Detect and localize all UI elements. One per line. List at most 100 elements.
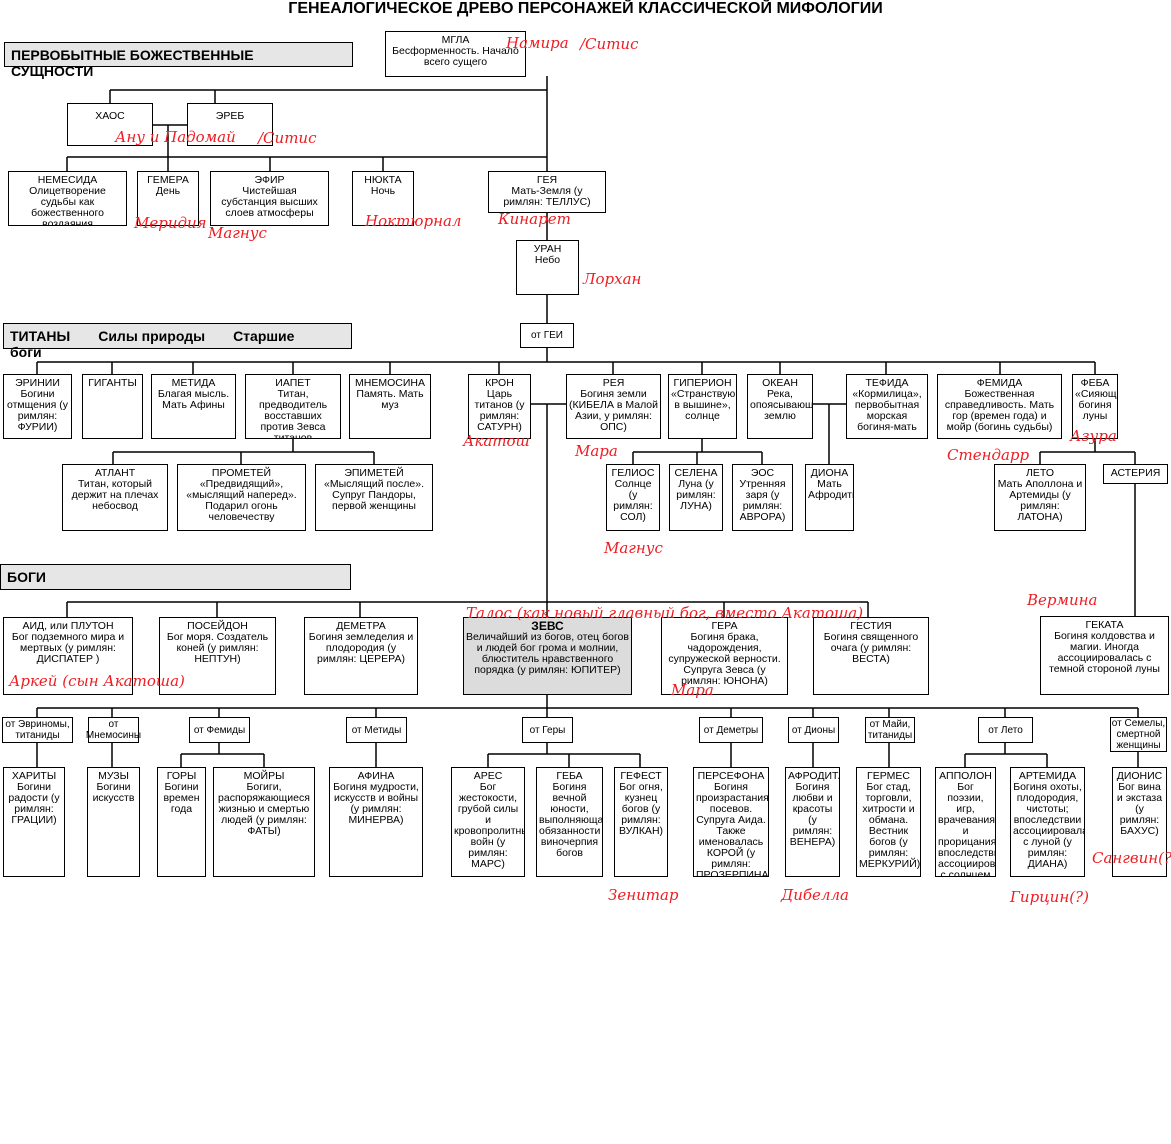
annotation-girtsin: Гирцин(?): [1010, 888, 1089, 906]
node-desc: Луна (у римлян: ЛУНА): [676, 478, 716, 512]
node-title: МУЗЫ: [98, 770, 129, 782]
node-desc: «Кормилица», первобытная морская богиня-…: [852, 388, 922, 433]
node-title: ГЕРА: [711, 620, 738, 632]
node-title: ГОРЫ: [166, 770, 197, 782]
node-desc: Солнце (у римлян: СОЛ): [613, 478, 653, 523]
node-desc: Богиня произрастания посевов. Супруга Аи…: [696, 781, 769, 877]
label-ot-metidy: от Метиды: [346, 717, 407, 743]
node-desc: Богиня вечной юности, выполняющая обязан…: [539, 781, 603, 859]
node-desc: Богиня мудрости, искусств и войны (у рим…: [333, 781, 419, 826]
node-title: АТЛАНТ: [94, 467, 136, 479]
node-asteriya: АСТЕРИЯ: [1103, 464, 1168, 484]
node-desc: Бог жестокости, грубой силы и кровопроли…: [454, 781, 524, 870]
node-desc: Бог стад, торговли, хитрости и обмана. В…: [859, 781, 921, 870]
node-title: ГИПЕРИОН: [673, 377, 732, 389]
node-desc: Бесформенность. Начало всего сущего: [392, 45, 519, 68]
label-ot-semely: от Семелы, смертной женщины: [1110, 717, 1167, 752]
node-desc: Мать Аполлона и Артемиды (у римлян: ЛАТО…: [997, 478, 1083, 523]
node-title: НЮКТА: [364, 174, 402, 186]
node-title: ХАОС: [95, 110, 125, 122]
node-desc: Богиня земли (КИБЕЛА в Малой Азии, у рим…: [569, 388, 659, 433]
annotation-mara-2: Мара: [671, 681, 714, 699]
node-title: ИАПЕТ: [275, 377, 311, 389]
node-title: ЭРЕБ: [215, 110, 245, 122]
section-titans-label-2: Силы природы: [98, 328, 206, 344]
section-gods: БОГИ: [0, 564, 351, 590]
annotation-sangvin: Сангвин(?): [1092, 849, 1171, 867]
annotation-magnus-1: Магнус: [208, 224, 267, 242]
node-desc: Божественная справедливость. Мать гор (в…: [944, 388, 1055, 433]
node-ereb: ЭРЕБ: [187, 103, 273, 146]
label-ot-diony: от Дионы: [788, 717, 839, 743]
node-desc: День: [155, 185, 181, 197]
node-desc: Титан, предводитель восставших против Зе…: [258, 388, 328, 439]
node-desc: Бог огня, кузнец богов (у римлян: ВУЛКАН…: [618, 781, 664, 837]
node-title: ПЕРСЕФОНА: [697, 770, 765, 782]
node-prometey: ПРОМЕТЕЙ«Предвидящий», «мыслящий наперед…: [177, 464, 306, 531]
label-ot-leto: от Лето: [978, 717, 1033, 743]
annotation-stendarr: Стендарр: [947, 446, 1030, 464]
node-desc: Богиня охоты, плодородия, чистоты; впосл…: [1013, 781, 1084, 870]
node-desc: Бог поэзии, игр, врачевания и прорицания…: [938, 781, 996, 877]
annotation-meridiya: Меридия: [134, 214, 207, 232]
node-desc: Небо: [534, 254, 561, 266]
node-desc: Бог моря. Создатель коней (у римлян: НЕП…: [166, 631, 269, 665]
node-title: АСТЕРИЯ: [1110, 467, 1161, 479]
label-ot-demetry: от Деметры: [699, 717, 763, 743]
node-title: ДЕМЕТРА: [336, 620, 386, 632]
node-title: МОЙРЫ: [243, 770, 285, 782]
node-title: ГЕЛИОС: [611, 467, 655, 479]
node-title: ЭПИМЕТЕЙ: [344, 467, 404, 479]
node-title: ЗЕВС: [531, 619, 564, 633]
node-desc: Богиня колдовства и магии. Иногда ассоци…: [1049, 630, 1160, 675]
node-desc: Олицетворение судьбы как божественного в…: [29, 185, 106, 226]
node-title: НЕМЕСИДА: [37, 174, 98, 186]
node-title: ГЕФЕСТ: [620, 770, 662, 782]
label-ot-mnemosiny: от Мнемосины: [85, 717, 142, 743]
node-tefida: ТЕФИДА«Кормилица», первобытная морская б…: [846, 374, 928, 439]
node-title: ТЕФИДА: [865, 377, 909, 389]
section-primordial-label: ПЕРВОБЫТНЫЕ БОЖЕСТВЕННЫЕ СУЩНОСТИ: [11, 47, 254, 79]
node-title: АРЕС: [473, 770, 503, 782]
annotation-sitis-1: /Ситис: [580, 35, 639, 53]
node-desc: Богиня любви и красоты (у римлян: ВЕНЕРА…: [789, 781, 836, 848]
node-desc: Река, опоясывающая землю: [750, 388, 813, 422]
section-gods-label: БОГИ: [7, 569, 46, 585]
annotation-dibella: Дибелла: [781, 886, 849, 904]
section-titans-label-1: ТИТАНЫ: [10, 328, 71, 344]
label-ot-mayi: от Майи, титаниды: [865, 717, 915, 743]
node-title: МГЛА: [441, 34, 470, 46]
node-desc: Утренняя заря (у римлян: АВРОРА): [739, 478, 786, 523]
annotation-sitis-2: /Ситис: [258, 129, 317, 147]
node-title: ГИГАНТЫ: [88, 377, 137, 389]
node-desc: Богиня земледелия и плодородия (у римлян…: [308, 631, 414, 665]
annotation-azura: Азура: [1070, 427, 1117, 445]
node-title: ФЕМИДА: [976, 377, 1023, 389]
